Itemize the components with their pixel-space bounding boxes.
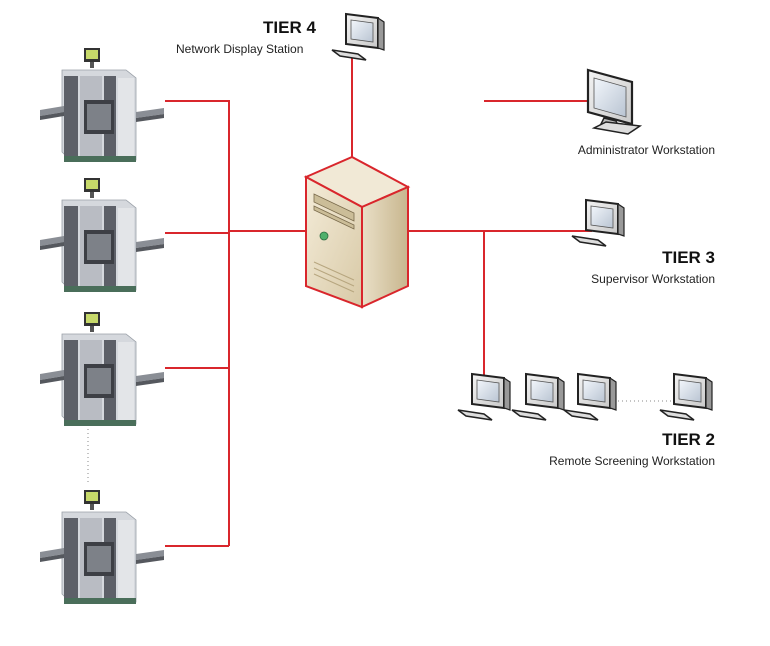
remote-screening-computer-icon: [563, 373, 617, 421]
remote-screening-computer-icon: [457, 373, 511, 421]
xray-scanner-icon: [39, 177, 165, 293]
tier2-caption: Remote Screening Workstation: [549, 454, 715, 468]
server-to-workstations-line: [408, 100, 592, 376]
supervisor-computer-icon: [571, 199, 625, 247]
server-icon: [303, 155, 411, 309]
remote-screening-computer-icon: [659, 373, 713, 421]
tier3-caption: Supervisor Workstation: [591, 272, 715, 286]
scanner-bus-line: [165, 100, 230, 547]
administrator-monitor-icon: [586, 68, 643, 135]
xray-scanner-icon: [39, 311, 165, 427]
administrator-caption: Administrator Workstation: [577, 143, 715, 157]
xray-scanner-icon: [39, 47, 165, 163]
tier4-caption: Network Display Station: [176, 42, 304, 56]
remote-screening-computer-icon: [511, 373, 565, 421]
tier2-label: TIER 2: [662, 430, 715, 449]
connection-lines: [165, 57, 592, 547]
xray-scanner-icon: [39, 489, 165, 605]
tier3-label: TIER 3: [662, 248, 715, 267]
network-display-computer-icon: [331, 13, 385, 61]
tier4-label: TIER 4: [263, 18, 316, 37]
